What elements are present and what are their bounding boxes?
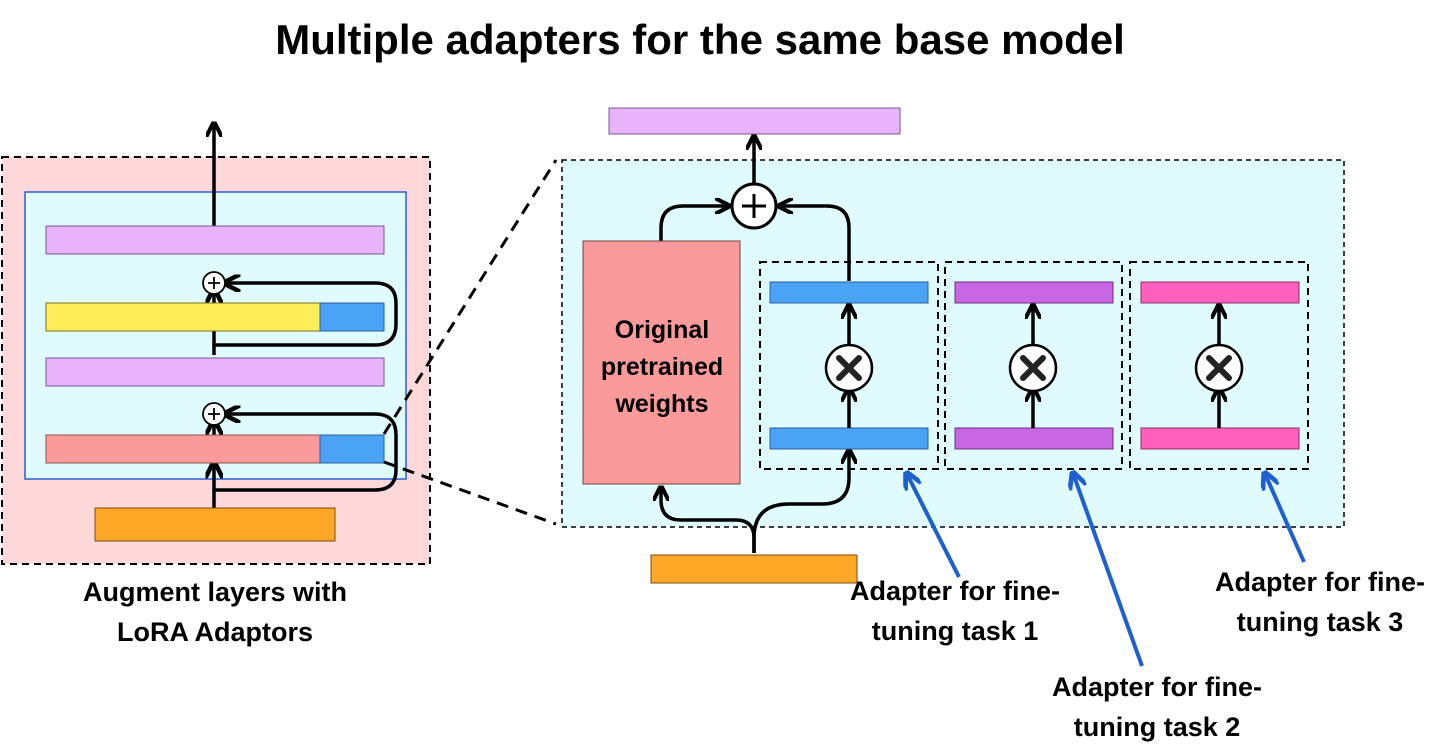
adapter-1-bottom-matrix — [769, 427, 929, 450]
right-input-layer — [650, 554, 858, 584]
multiply-icon — [836, 355, 862, 381]
adapter-1-caption-line-1: Adapter for fine- — [850, 576, 1060, 606]
adapter-2-caption-line-1: Adapter for fine- — [1052, 672, 1262, 702]
zoom-line-lower — [383, 460, 557, 526]
left-layer-salmon-adapter — [319, 434, 385, 464]
pretrained-label-line-3: weights — [614, 390, 708, 418]
pretrained-label-line-2: pretrained — [601, 353, 723, 381]
left-layer-yellow-adapter — [319, 302, 385, 332]
input-to-adapter-path — [752, 453, 849, 553]
left-lora-bypass-upper — [214, 283, 398, 347]
left-caption-line-1: Augment layers with — [83, 577, 347, 607]
left-input-layer — [94, 507, 336, 542]
adapter-1-box — [759, 261, 939, 470]
pretrained-label-line-1: Original — [615, 316, 709, 344]
plus-icon — [742, 194, 766, 218]
left-layer-mid-lilac — [45, 357, 385, 387]
pretrained-weights-block — [582, 240, 741, 485]
adapter-3-caption-line-2: tuning task 3 — [1237, 607, 1404, 637]
adapter-2-bottom-matrix — [954, 427, 1114, 450]
adapter-1-caption-line-2: tuning task 1 — [872, 616, 1039, 646]
diagram-title: Multiple adapters for the same base mode… — [275, 16, 1125, 63]
pretrained-to-sum-path — [659, 206, 726, 241]
left-caption-line-2: LoRA Adaptors — [117, 617, 313, 647]
adapter-3-top-matrix — [1140, 281, 1300, 304]
adapter-2 — [944, 261, 1123, 470]
adapter-1 — [759, 261, 939, 470]
adapter-3 — [1129, 261, 1309, 470]
adapter-2-caption-line-2: tuning task 2 — [1074, 712, 1241, 742]
adapter-to-sum-path — [782, 206, 851, 281]
multiply-icon — [1020, 355, 1046, 381]
adapter-3-box — [1129, 261, 1309, 470]
multiply-icon — [1206, 355, 1232, 381]
left-lora-bypass-lower — [214, 414, 398, 492]
left-layer-salmon — [45, 434, 321, 464]
adapter-2-top-matrix — [954, 281, 1114, 304]
pointer-arrow-adapter-2 — [1074, 476, 1144, 667]
left-layer-yellow — [45, 302, 321, 332]
right-panel: Original pretrained weights — [561, 107, 1345, 584]
adapter-1-top-matrix — [769, 281, 929, 304]
pointer-arrow-adapter-3 — [1266, 476, 1306, 563]
adapter-3-bottom-matrix — [1140, 427, 1300, 450]
left-panel: Augment layers with LoRA Adaptors — [1, 126, 431, 647]
left-layer-top-lilac — [45, 225, 385, 255]
plus-icon — [208, 408, 220, 420]
zoom-line-upper — [382, 159, 558, 435]
right-output-layer — [608, 107, 901, 135]
pointer-arrow-adapter-1 — [908, 476, 961, 578]
adapter-2-box — [944, 261, 1123, 470]
plus-icon — [208, 277, 220, 289]
adapter-3-caption-line-1: Adapter for fine- — [1215, 567, 1425, 597]
